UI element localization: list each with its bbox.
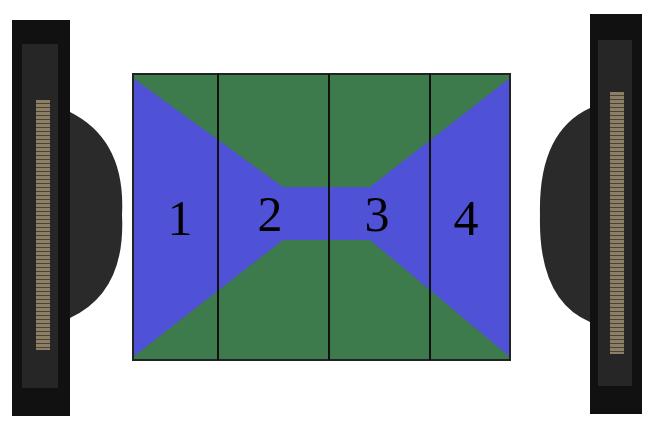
speaker-dome: [70, 112, 122, 318]
zone-number: 2: [258, 189, 283, 239]
speaker-panel: [598, 40, 632, 386]
zone-divider: [217, 74, 219, 360]
speaker-cabinet: [12, 20, 70, 416]
blue-region: [133, 78, 510, 357]
zone-divider: [429, 74, 431, 360]
zone-number: 1: [168, 193, 193, 243]
speaker-panel: [22, 44, 58, 388]
zone-border: [133, 74, 510, 360]
speaker-cabinet: [590, 14, 642, 414]
speaker-grille: [36, 100, 50, 350]
zone-divider: [328, 74, 330, 360]
green-region: [133, 74, 510, 360]
speaker-grille: [610, 92, 624, 354]
zone-number: 4: [454, 193, 479, 243]
speaker-dome: [540, 108, 590, 322]
zone-number: 3: [365, 189, 390, 239]
